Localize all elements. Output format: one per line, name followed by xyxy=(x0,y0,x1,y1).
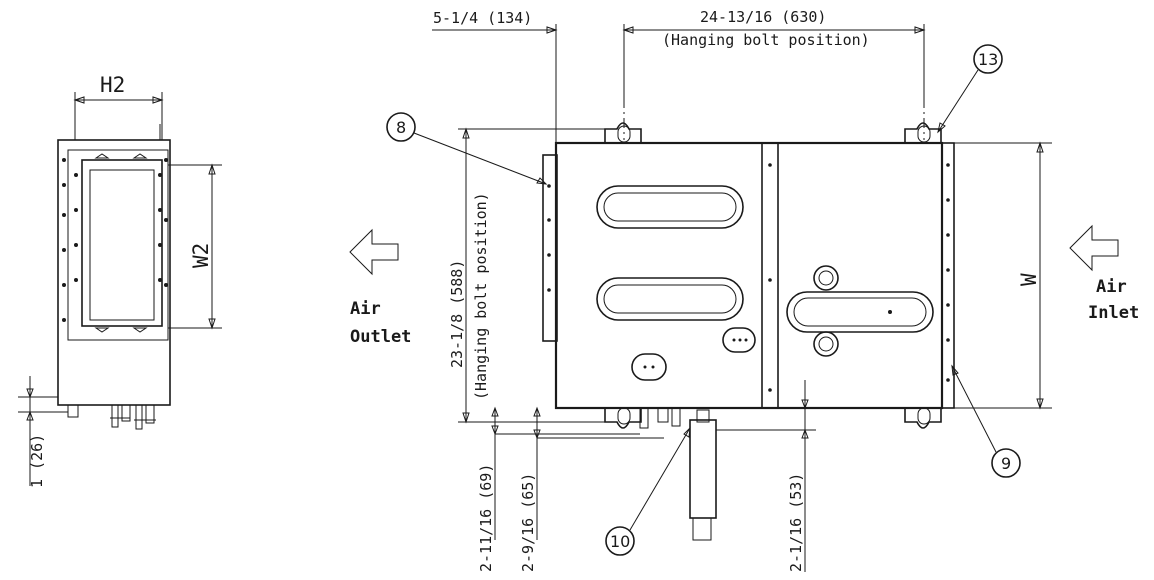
air-outlet-label-1: Air xyxy=(350,299,381,319)
svg-text:13: 13 xyxy=(978,50,998,69)
callouts: 8 13 9 10 xyxy=(386,44,1021,556)
dim-vertical-note: (Hanging bolt position) xyxy=(472,192,490,400)
air-outlet-indicator: Air Outlet xyxy=(349,228,411,347)
air-outlet-label-2: Outlet xyxy=(350,327,411,347)
air-inlet-label-1: Air xyxy=(1096,277,1127,297)
callout-10: 13 xyxy=(937,44,1003,134)
dim-bottom-label: 1 (26) xyxy=(28,434,46,488)
dim-top-span-note: (Hanging bolt position) xyxy=(662,31,870,49)
dim-bottom-2: 2-9/16 (65) xyxy=(519,473,537,572)
dim-w2-label: W2 xyxy=(189,243,213,268)
callout-8: 8 xyxy=(386,112,548,185)
dim-bottom-1: 2-11/16 (69) xyxy=(477,464,495,572)
callout-13: 10 xyxy=(605,426,691,556)
dim-top-span: 24-13/16 (630) xyxy=(700,8,826,26)
dim-vertical-value: 23-1/8 (588) xyxy=(448,260,466,368)
dim-w-label: W xyxy=(1017,273,1041,286)
air-inlet-label-2: Inlet xyxy=(1088,303,1139,323)
dim-h2-label: H2 xyxy=(100,73,125,97)
dim-top-left: 5-1/4 (134) xyxy=(433,9,532,27)
main-dimensions: 5-1/4 (134) 24-13/16 (630) (Hanging bolt… xyxy=(432,8,1052,572)
air-inlet-arrow-icon xyxy=(1069,224,1119,272)
svg-text:9: 9 xyxy=(1001,454,1011,473)
dim-bottom-3: 2-1/16 (53) xyxy=(787,473,805,572)
air-inlet-indicator: Air Inlet xyxy=(1069,224,1139,323)
callout-9: 9 xyxy=(951,364,1021,478)
main-view xyxy=(542,98,955,541)
svg-text:10: 10 xyxy=(610,532,630,551)
svg-text:8: 8 xyxy=(396,118,406,137)
air-outlet-arrow-icon xyxy=(349,228,399,276)
side-view: H2 W2 1 (26) xyxy=(18,73,222,488)
